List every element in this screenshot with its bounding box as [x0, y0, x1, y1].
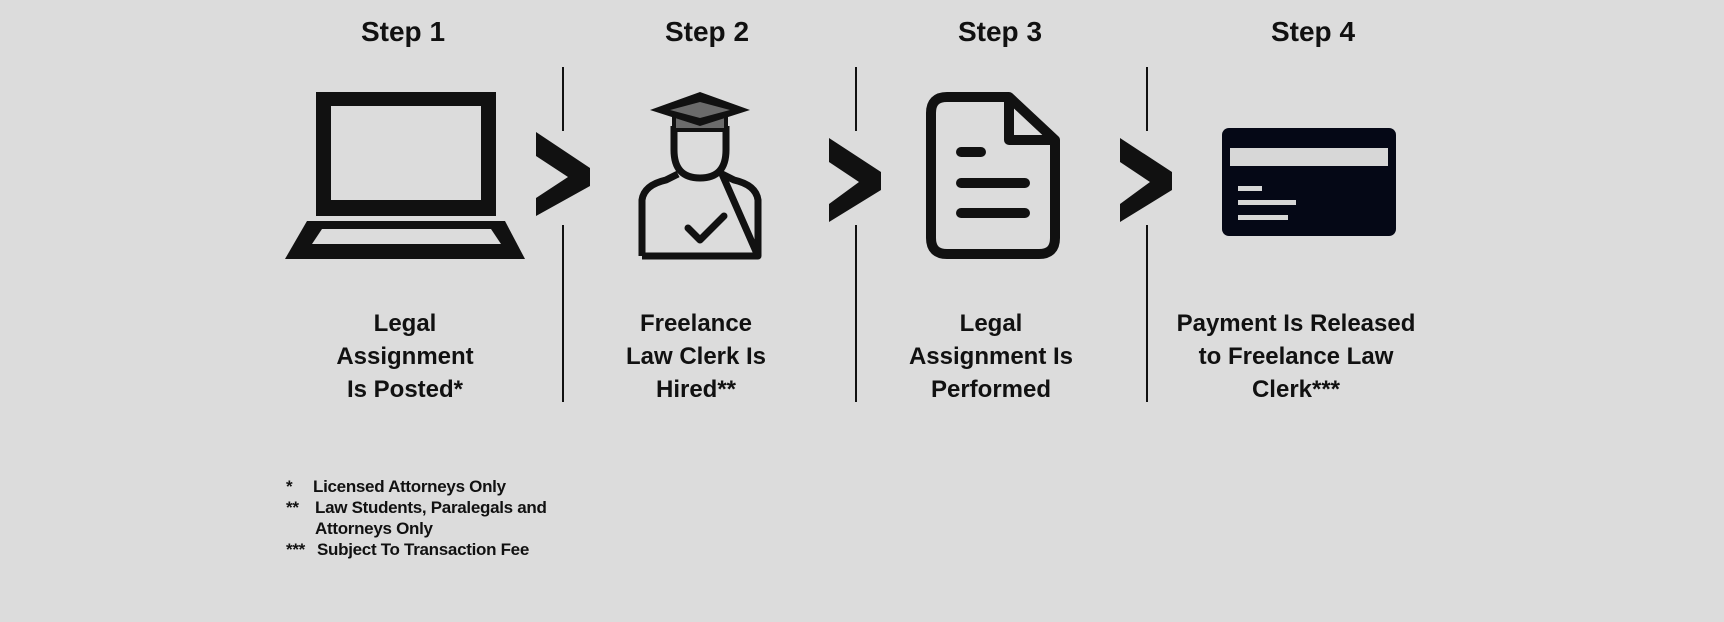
divider-1-bottom — [562, 225, 564, 402]
divider-2-bottom — [855, 225, 857, 402]
laptop-icon — [285, 92, 525, 259]
description-line: Legal — [373, 310, 437, 337]
footnote-mark: *** — [286, 540, 305, 559]
divider-3-bottom — [1146, 225, 1148, 402]
description-line: Performed — [930, 376, 1052, 403]
chevron-right-icon — [1120, 138, 1172, 222]
step-2-title: Step 2 — [664, 16, 750, 47]
credit-card-icon — [1222, 128, 1396, 236]
step-1-description: Legal Assignment Is Posted* — [255, 307, 555, 406]
description-line: Hired** — [655, 376, 737, 403]
chevron-right-icon — [536, 132, 590, 216]
description-line: Is Posted* — [346, 376, 464, 403]
step-4-title: Step 4 — [1270, 16, 1356, 47]
footnote-mark: ** — [286, 498, 299, 517]
description-line: to Freelance Law — [1198, 343, 1394, 370]
step-3-title: Step 3 — [957, 16, 1043, 47]
footnote-text: Subject To Transaction Fee — [317, 540, 529, 559]
graduate-icon — [638, 92, 762, 260]
divider-2-top — [855, 67, 857, 131]
step-1-title: Step 1 — [360, 16, 446, 47]
divider-3-top — [1146, 67, 1148, 131]
description-line: Assignment Is — [908, 343, 1074, 370]
step-3-description: Legal Assignment Is Performed — [841, 307, 1141, 406]
document-icon — [926, 92, 1060, 259]
step-4-description: Payment Is Released to Freelance Law Cle… — [1146, 307, 1446, 406]
step-2-description: Freelance Law Clerk Is Hired** — [546, 307, 846, 406]
footnote-mark: * — [286, 477, 293, 496]
description-line: Clerk*** — [1251, 376, 1341, 403]
description-line: Legal — [959, 310, 1023, 337]
divider-1-top — [562, 67, 564, 131]
footnote-text: Attorneys Only — [315, 519, 433, 538]
footnotes: * Licensed Attorneys Only ** Law Student… — [286, 476, 606, 566]
footnote-text: Law Students, Paralegals and — [315, 498, 547, 517]
chevron-right-icon — [829, 138, 881, 222]
description-line: Assignment — [336, 343, 474, 370]
description-line: Law Clerk Is — [625, 343, 767, 370]
footnote-text: Licensed Attorneys Only — [313, 477, 506, 496]
description-line: Payment Is Released — [1176, 310, 1416, 337]
description-line: Freelance — [639, 310, 753, 337]
